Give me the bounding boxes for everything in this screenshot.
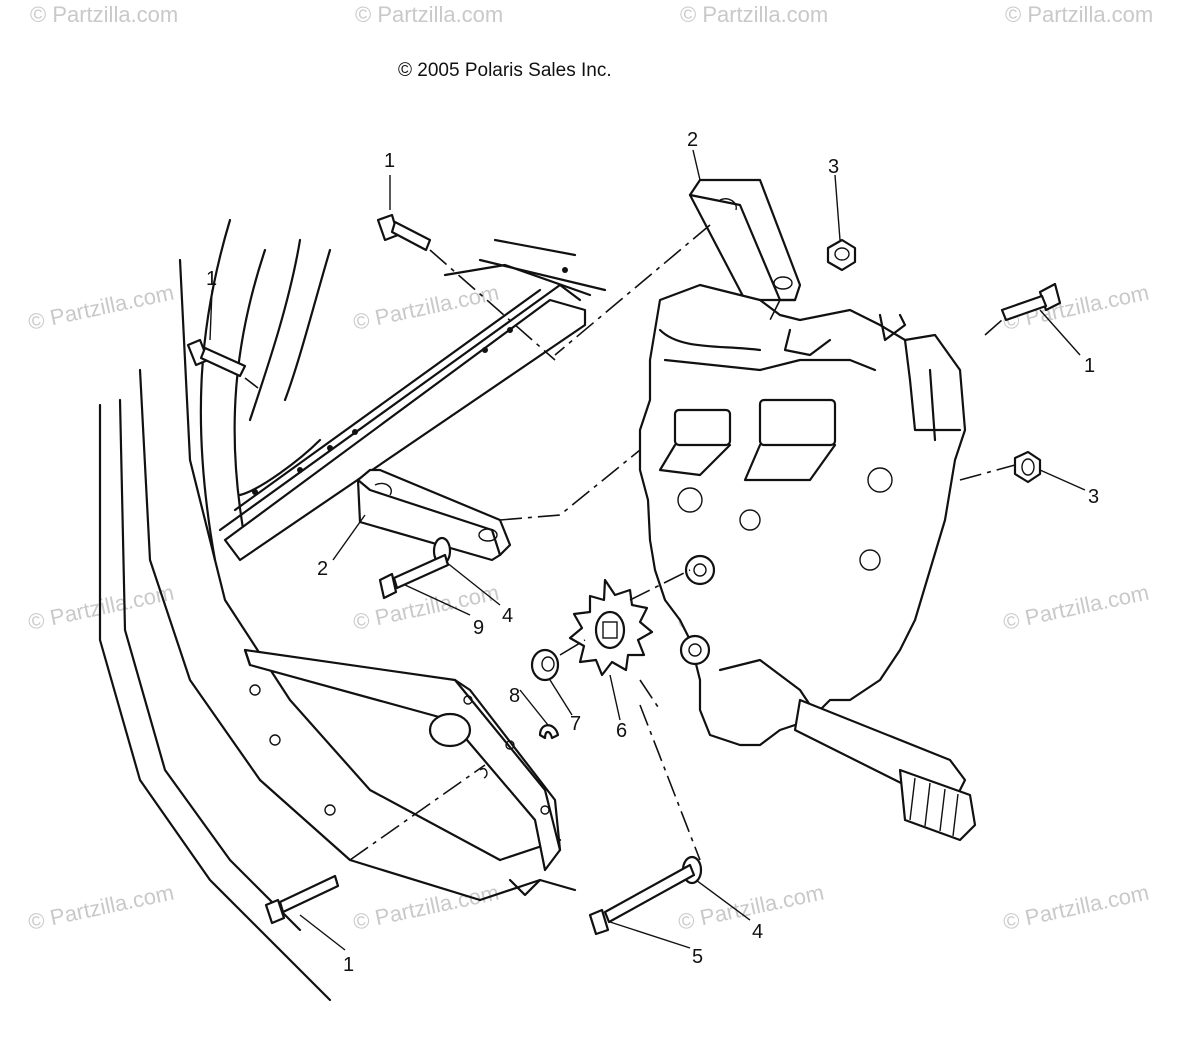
bracket-upper <box>688 178 802 302</box>
watermark: © Partzilla.com <box>26 280 176 335</box>
watermark: © Partzilla.com <box>680 2 828 27</box>
leader-lines <box>209 149 1086 951</box>
callout-1: 1 <box>384 150 395 172</box>
watermark: © Partzilla.com <box>351 880 501 935</box>
upper-rail <box>218 238 607 562</box>
callout-1: 1 <box>206 268 217 290</box>
copyright-notice: © 2005 Polaris Sales Inc. <box>398 60 612 81</box>
watermark: © Partzilla.com <box>355 2 503 27</box>
callout-8: 8 <box>509 685 520 707</box>
hardware <box>432 238 1042 885</box>
bracket-lower <box>356 468 512 562</box>
callout-2: 2 <box>687 129 698 151</box>
assembly-lines <box>244 224 1016 861</box>
callout-5: 5 <box>692 946 703 968</box>
sprocket <box>568 578 654 677</box>
watermark: © Partzilla.com <box>30 2 178 27</box>
callout-3: 3 <box>1088 486 1099 508</box>
guard-plate <box>243 648 562 872</box>
callout-2: 2 <box>317 558 328 580</box>
bolts <box>186 213 1062 936</box>
watermark: © Partzilla.com <box>26 880 176 935</box>
gearcase <box>638 283 967 747</box>
watermark: © Partzilla.com <box>1001 580 1151 635</box>
callout-7: 7 <box>570 713 581 735</box>
callouts: 1 1 1 1 2 2 3 3 4 4 5 6 7 8 9 <box>206 129 1099 976</box>
callout-1: 1 <box>1084 355 1095 377</box>
watermark: © Partzilla.com <box>351 280 501 335</box>
callout-9: 9 <box>473 617 484 639</box>
output-shaft <box>793 698 977 842</box>
frame <box>98 218 577 1002</box>
watermark: © Partzilla.com <box>1001 880 1151 935</box>
watermarks: © Partzilla.com © Partzilla.com © Partzi… <box>26 2 1153 935</box>
callout-3: 3 <box>828 156 839 178</box>
callout-6: 6 <box>616 720 627 742</box>
watermark: © Partzilla.com <box>1005 2 1153 27</box>
callout-4: 4 <box>502 605 513 627</box>
watermark: © Partzilla.com <box>676 880 826 935</box>
callout-1: 1 <box>343 954 354 976</box>
callout-4: 4 <box>752 921 763 943</box>
